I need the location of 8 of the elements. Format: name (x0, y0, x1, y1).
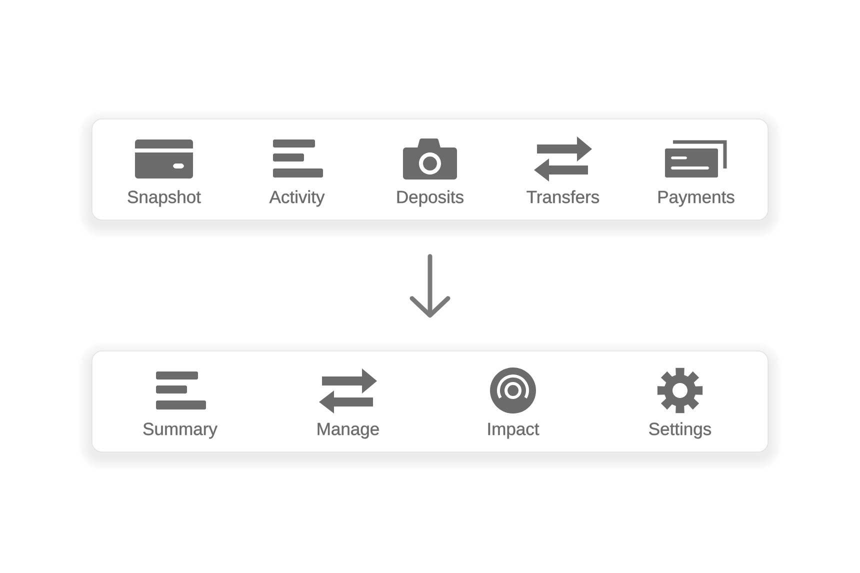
tab-label: Settings (649, 422, 711, 439)
tab-label: Payments (658, 190, 734, 207)
tab-label: Summary (143, 422, 218, 439)
tab-label: Activity (269, 190, 325, 207)
tab-label: Impact (488, 422, 540, 439)
tab-label: Snapshot (128, 190, 201, 207)
tab-label: Manage (318, 422, 379, 439)
tab-label: Transfers (526, 190, 599, 204)
